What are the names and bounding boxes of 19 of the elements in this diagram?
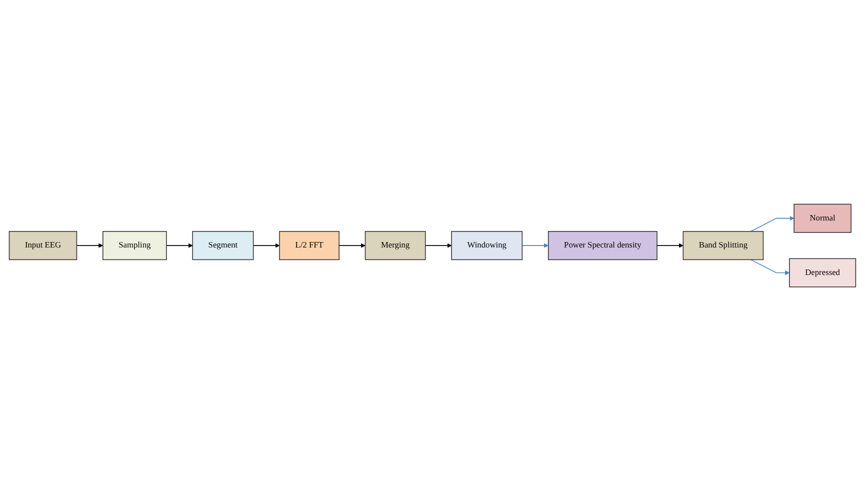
arrow (338, 244, 366, 248)
node-box: Sampling (102, 231, 167, 261)
arrow (750, 216, 794, 232)
arrow (76, 244, 104, 248)
arrow (425, 244, 452, 248)
node-box: Band Splitting (682, 231, 764, 261)
node-box: Segment (192, 231, 254, 261)
node-box: Windowing (451, 231, 523, 261)
arrow (656, 244, 684, 248)
arrow (166, 244, 193, 248)
arrow (750, 260, 790, 276)
node-box: Merging (364, 231, 426, 261)
node-box: L/2 FFT (279, 231, 340, 261)
arrow (252, 244, 280, 248)
arrow (522, 244, 549, 248)
node-box: Input EEG (8, 231, 78, 261)
node-box: Normal (794, 204, 852, 234)
node-box: Depressed (789, 258, 856, 288)
node-box: Power Spectral density (548, 231, 658, 261)
